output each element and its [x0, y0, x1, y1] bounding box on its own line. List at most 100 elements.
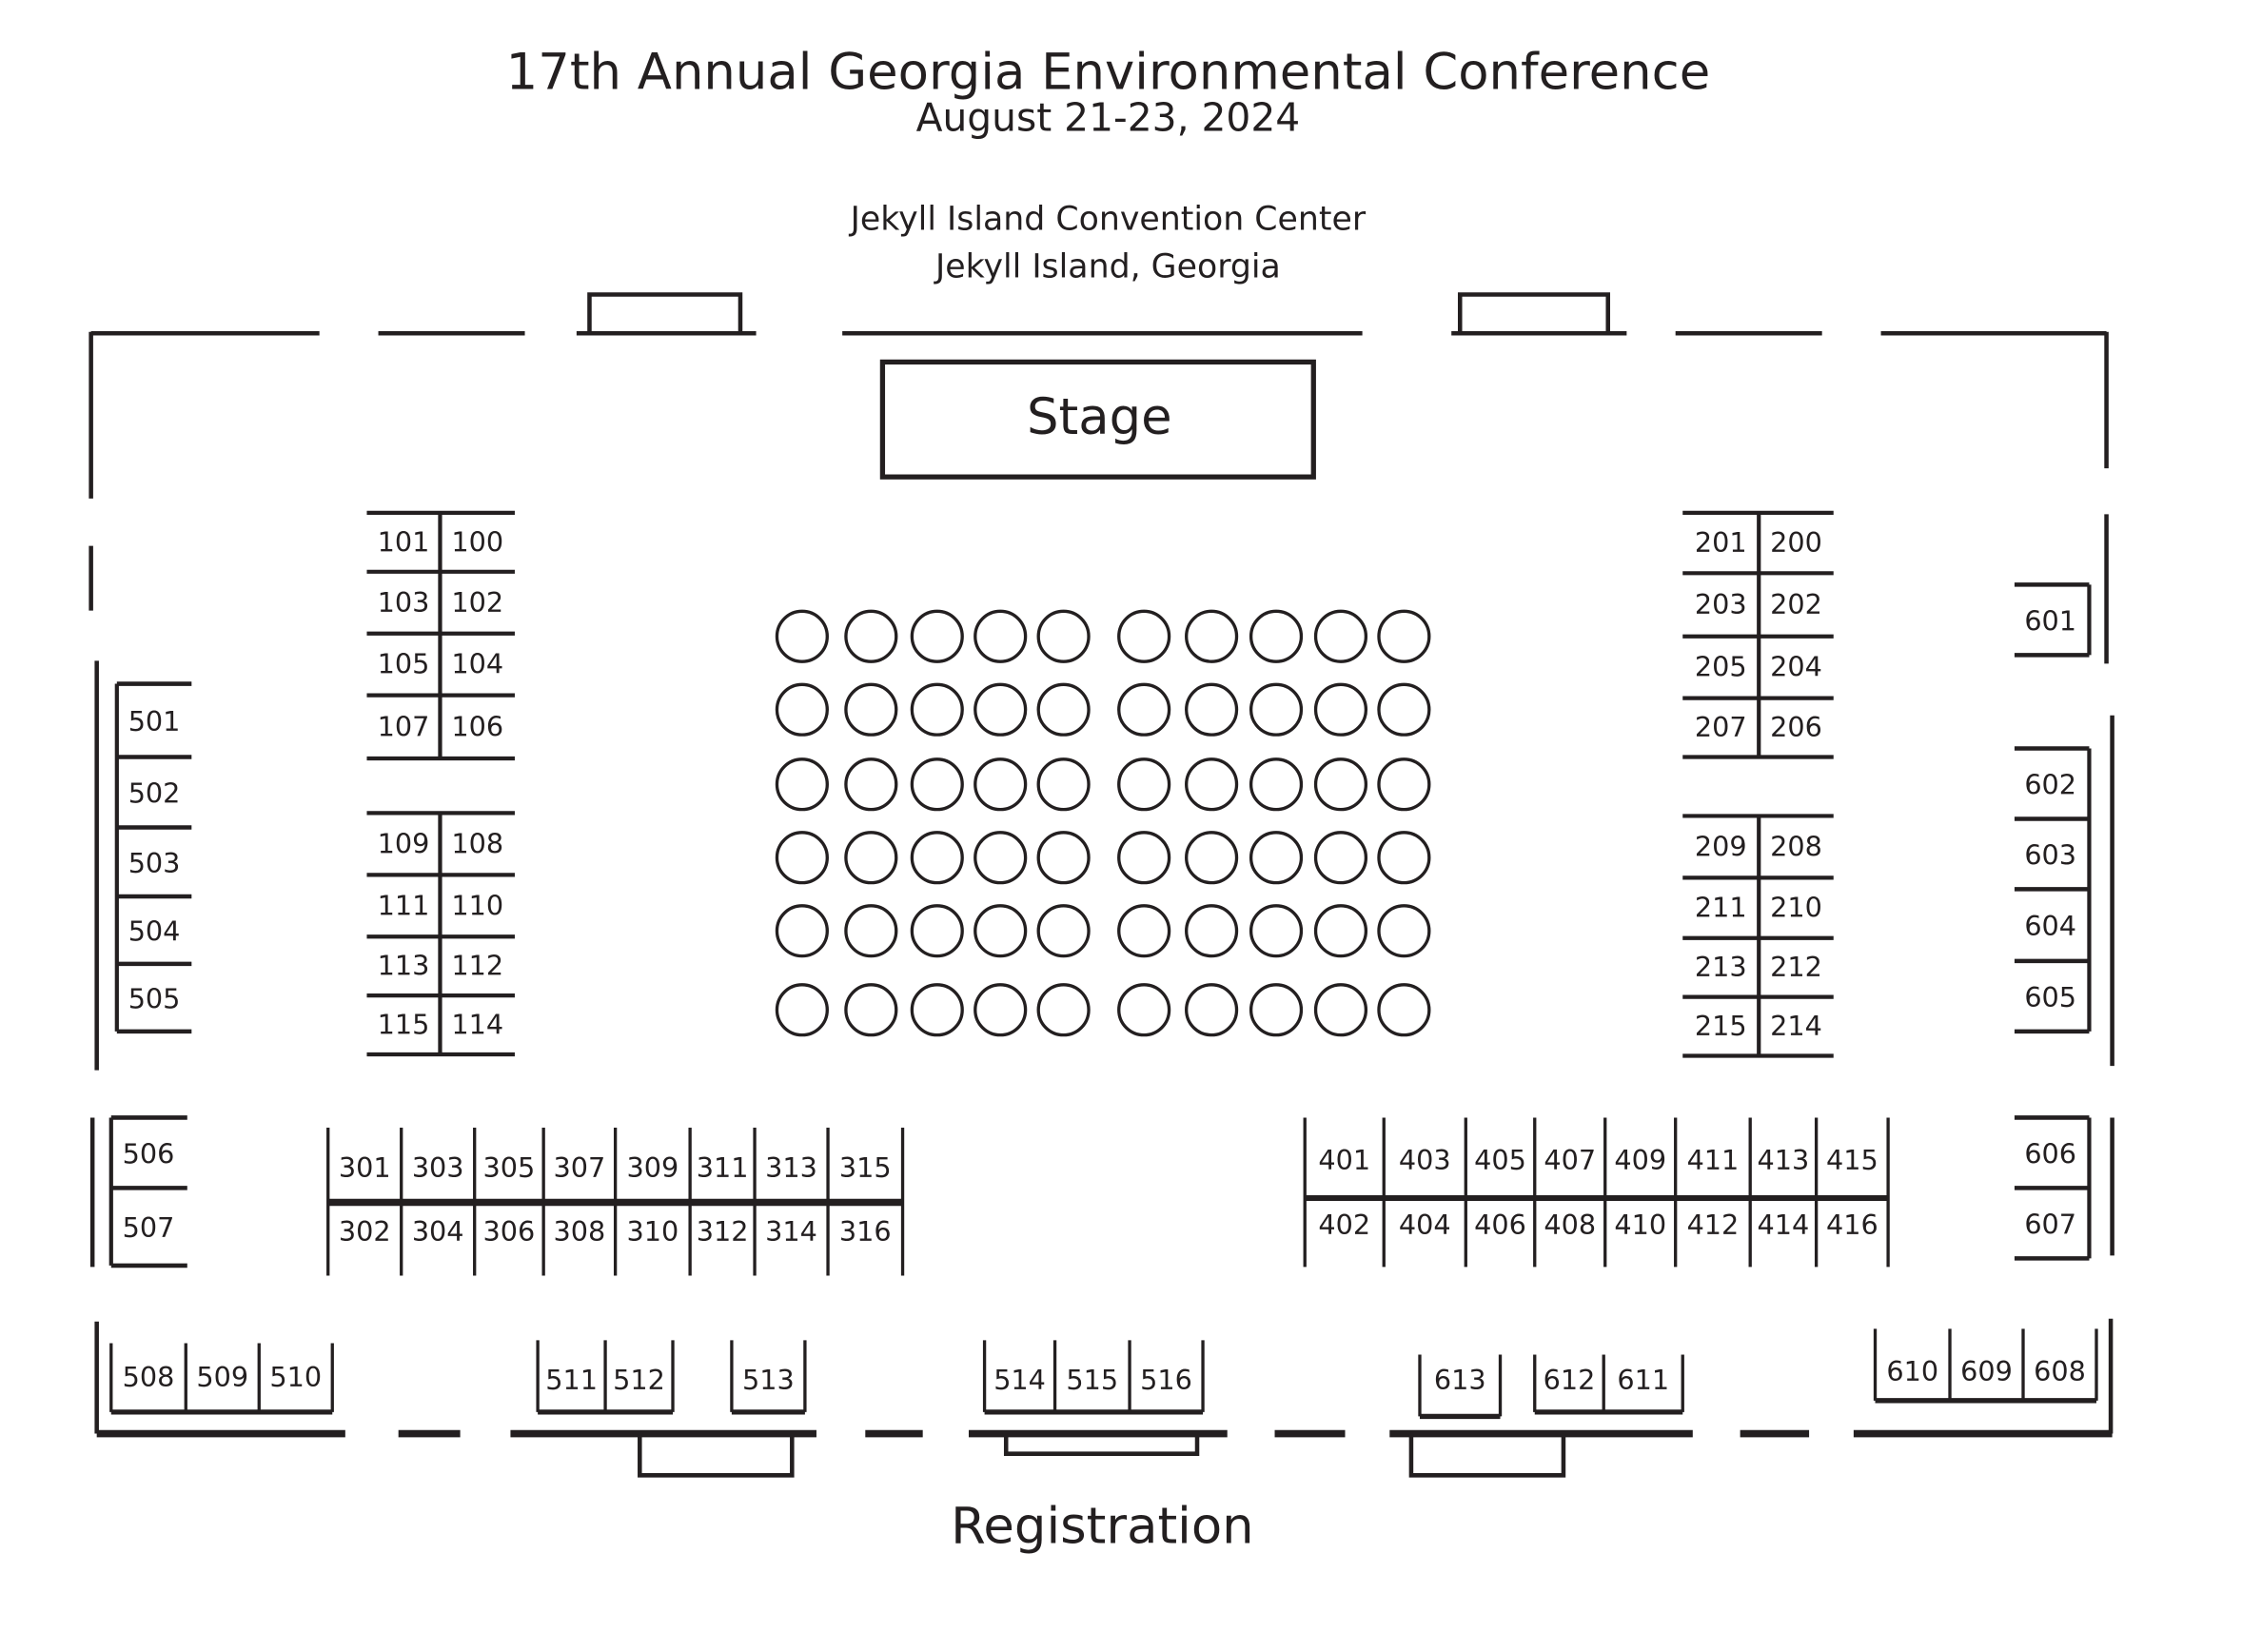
booth-313: 313: [765, 1151, 817, 1184]
booth-613: 613: [1434, 1364, 1486, 1396]
booth-215: 215: [1695, 1010, 1747, 1042]
door-top-left: [587, 292, 743, 334]
seat: [974, 983, 1028, 1037]
seat: [775, 609, 829, 663]
booth-316: 316: [839, 1215, 892, 1248]
registration-label: Registration: [951, 1497, 1254, 1555]
seat: [1185, 904, 1239, 958]
booth-212: 212: [1770, 951, 1822, 983]
seat: [775, 904, 829, 958]
seat: [1377, 904, 1431, 958]
seat: [1117, 682, 1171, 737]
booth-415: 415: [1826, 1144, 1878, 1176]
seat: [1249, 983, 1304, 1037]
seat: [1117, 609, 1171, 663]
booth-113: 113: [378, 950, 430, 982]
booth-412: 412: [1687, 1209, 1740, 1241]
booth-515: 515: [1066, 1364, 1118, 1396]
seat: [1249, 682, 1304, 737]
seat: [1313, 904, 1368, 958]
booth-603: 603: [2024, 838, 2076, 871]
booth-414: 414: [1758, 1209, 1810, 1241]
booth-506: 506: [123, 1137, 175, 1170]
booth-301: 301: [339, 1151, 391, 1184]
booth-112: 112: [451, 950, 503, 982]
booth-104: 104: [451, 648, 503, 680]
booth-410: 410: [1614, 1209, 1666, 1241]
seat: [1036, 831, 1091, 885]
booth-205: 205: [1695, 651, 1747, 683]
booth-105: 105: [378, 648, 430, 680]
booth-509: 509: [196, 1361, 248, 1393]
booth-304: 304: [412, 1215, 464, 1248]
conference-title: 17th Annual Georgia Environmental Confer…: [506, 44, 1711, 102]
walls: [88, 292, 2114, 1478]
seat: [910, 831, 964, 885]
booth-109: 109: [378, 827, 430, 859]
booth-411: 411: [1687, 1144, 1740, 1176]
booth-416: 416: [1826, 1209, 1878, 1241]
seat: [1249, 757, 1304, 812]
seat: [910, 904, 964, 958]
booth-306: 306: [483, 1215, 536, 1248]
booth-404: 404: [1399, 1209, 1451, 1241]
stage-label: Stage: [1027, 388, 1172, 446]
booth-511: 511: [545, 1364, 598, 1396]
stage: [879, 359, 1316, 480]
booth-110: 110: [451, 889, 503, 921]
seat: [1117, 757, 1171, 812]
booth-612: 612: [1544, 1364, 1596, 1396]
booth-409: 409: [1614, 1144, 1666, 1176]
booth-605: 605: [2024, 981, 2076, 1013]
seat: [775, 682, 829, 737]
seat: [1377, 831, 1431, 885]
booth-315: 315: [839, 1151, 892, 1184]
booth-115: 115: [378, 1009, 430, 1041]
booth-201: 201: [1695, 526, 1747, 559]
seat: [844, 757, 898, 812]
booth-305: 305: [483, 1151, 536, 1184]
booth-401: 401: [1318, 1144, 1370, 1176]
booth-311: 311: [697, 1151, 749, 1184]
seat: [844, 983, 898, 1037]
booth-101: 101: [378, 525, 430, 558]
seat: [974, 682, 1028, 737]
booth-108: 108: [451, 827, 503, 859]
booth-312: 312: [697, 1215, 749, 1248]
booth-606: 606: [2024, 1137, 2076, 1170]
registration-desk-left: [638, 1433, 795, 1478]
booth-102: 102: [451, 586, 503, 619]
seat: [910, 609, 964, 663]
seat: [1313, 757, 1368, 812]
seat: [844, 904, 898, 958]
seat: [910, 757, 964, 812]
seat: [1036, 682, 1091, 737]
booth-107: 107: [378, 710, 430, 742]
booth-314: 314: [765, 1215, 817, 1248]
seat: [775, 983, 829, 1037]
seat: [974, 609, 1028, 663]
booth-501: 501: [128, 705, 181, 738]
seat: [1377, 609, 1431, 663]
booth-406: 406: [1474, 1209, 1526, 1241]
seat: [775, 831, 829, 885]
venue-name: Jekyll Island Convention Center: [849, 201, 1367, 239]
registration-desk-right: [1408, 1433, 1566, 1478]
registration-desk-center: [1003, 1433, 1200, 1456]
seat: [1249, 904, 1304, 958]
booth-209: 209: [1695, 830, 1747, 862]
booth-508: 508: [123, 1361, 175, 1393]
audience-seating: [775, 609, 1431, 1037]
booth-204: 204: [1770, 651, 1822, 683]
seat: [844, 682, 898, 737]
seat: [1313, 831, 1368, 885]
seat: [1313, 682, 1368, 737]
booth-604: 604: [2024, 910, 2076, 942]
booth-309: 309: [627, 1151, 679, 1184]
booth-516: 516: [1140, 1364, 1192, 1396]
booth-601: 601: [2024, 604, 2076, 637]
booth-203: 203: [1695, 588, 1747, 620]
seat: [1377, 757, 1431, 812]
booth-505: 505: [128, 982, 181, 1014]
